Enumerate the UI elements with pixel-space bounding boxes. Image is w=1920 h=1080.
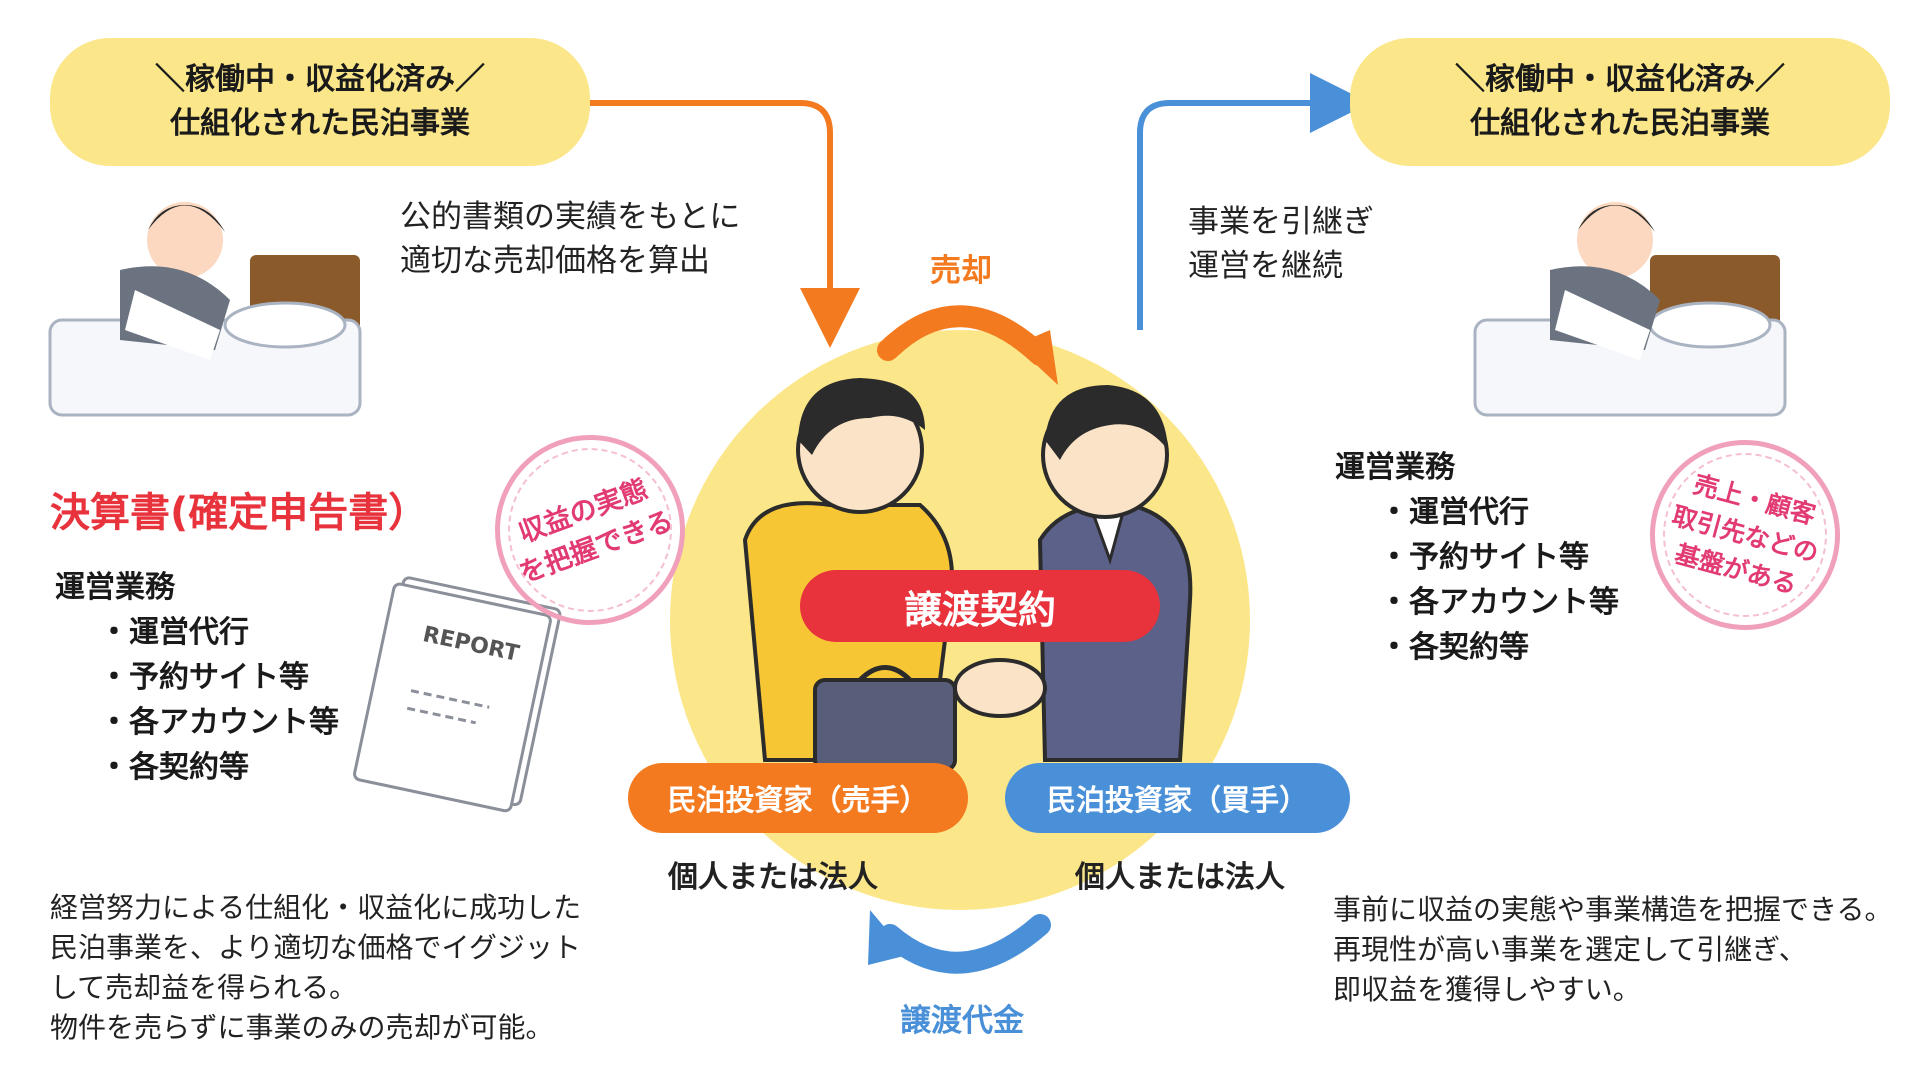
- financial-title: 決算書(確定申告書）: [50, 490, 429, 536]
- left-pill-line1: ＼稼働中・収益化済み／: [155, 62, 485, 97]
- buyer-benefit-line: 即収益を獲得しやすい。: [1333, 973, 1641, 1006]
- list-item: ・予約サイト等: [99, 660, 309, 695]
- list-item: ・各契約等: [99, 750, 249, 785]
- payment-arrow: [879, 914, 1051, 974]
- right-note-line2: 運営を継続: [1188, 248, 1343, 284]
- left-business-pill: ＼稼働中・収益化済み／ 仕組化された民泊事業: [50, 38, 590, 166]
- right-ops-list: 運営業務 ・運営代行 ・予約サイト等 ・各アカウント等 ・各契約等: [1335, 445, 1619, 670]
- report-document-icon: [353, 576, 562, 813]
- left-ops-heading: 運営業務: [55, 570, 175, 605]
- left-ops-list: 運営業務 ・運営代行 ・予約サイト等 ・各アカウント等 ・各契約等: [55, 565, 339, 790]
- seller-benefit-line: 民泊事業を、より適切な価格でイグジット: [50, 931, 581, 964]
- right-pill-line1: ＼稼働中・収益化済み／: [1455, 62, 1785, 97]
- buyer-benefit: 事前に収益の実態や事業構造を把握できる。 再現性が高い事業を選定して引継ぎ、 即…: [1333, 890, 1892, 1010]
- buyer-role-pill: 民泊投資家（買手）: [1005, 763, 1350, 833]
- maid-illustration-left: [48, 202, 362, 417]
- list-item: ・運営代行: [99, 615, 249, 650]
- left-note-line1: 公的書類の実績をもとに: [400, 199, 741, 235]
- seller-benefit-line: 物件を売らずに事業のみの売却が可能。: [50, 1011, 554, 1044]
- contract-label: 譲渡契約: [903, 587, 1056, 632]
- right-connector-arrow: [1137, 73, 1370, 330]
- list-item: ・予約サイト等: [1379, 540, 1589, 575]
- buyer-benefit-line: 再現性が高い事業を選定して引継ぎ、: [1333, 933, 1807, 966]
- payment-label: 譲渡代金: [900, 1003, 1024, 1039]
- left-pill-line2: 仕組化された民泊事業: [170, 106, 470, 141]
- left-note-line2: 適切な売却価格を算出: [400, 243, 710, 279]
- right-ops-heading: 運営業務: [1335, 450, 1455, 485]
- seller-benefit-line: して売却益を得られる。: [50, 971, 358, 1004]
- right-pill-line2: 仕組化された民泊事業: [1470, 106, 1770, 141]
- sale-arrow-head: [1015, 330, 1058, 385]
- left-connector-arrow: [590, 100, 860, 348]
- seller-role-label: 民泊投資家（売手）: [667, 783, 929, 817]
- contract-banner: 譲渡契約: [800, 570, 1160, 642]
- seller-role-pill: 民泊投資家（売手）: [628, 763, 968, 833]
- right-note: 事業を引継ぎ 運営を継続: [1188, 200, 1374, 288]
- right-note-line1: 事業を引継ぎ: [1188, 204, 1374, 240]
- payment-arrow-head: [868, 910, 908, 965]
- buyer-type: 個人または法人: [1075, 860, 1285, 895]
- buyer-role-label: 民泊投資家（買手）: [1046, 783, 1308, 817]
- seller-type: 個人または法人: [668, 860, 878, 895]
- seller-benefit-line: 経営努力による仕組化・収益化に成功した: [50, 891, 582, 924]
- seller-benefit: 経営努力による仕組化・収益化に成功した 民泊事業を、より適切な価格でイグジット …: [50, 888, 581, 1048]
- sale-arrow: [877, 305, 1051, 366]
- list-item: ・各アカウント等: [1379, 585, 1619, 620]
- list-item: ・各アカウント等: [99, 705, 339, 740]
- right-business-pill: ＼稼働中・収益化済み／ 仕組化された民泊事業: [1350, 38, 1890, 166]
- sale-label: 売却: [930, 253, 992, 289]
- left-note: 公的書類の実績をもとに 適切な売却価格を算出: [400, 195, 740, 283]
- list-item: ・各契約等: [1379, 630, 1529, 665]
- buyer-benefit-line: 事前に収益の実態や事業構造を把握できる。: [1333, 893, 1893, 926]
- list-item: ・運営代行: [1379, 495, 1529, 530]
- maid-illustration-right: [1473, 202, 1787, 417]
